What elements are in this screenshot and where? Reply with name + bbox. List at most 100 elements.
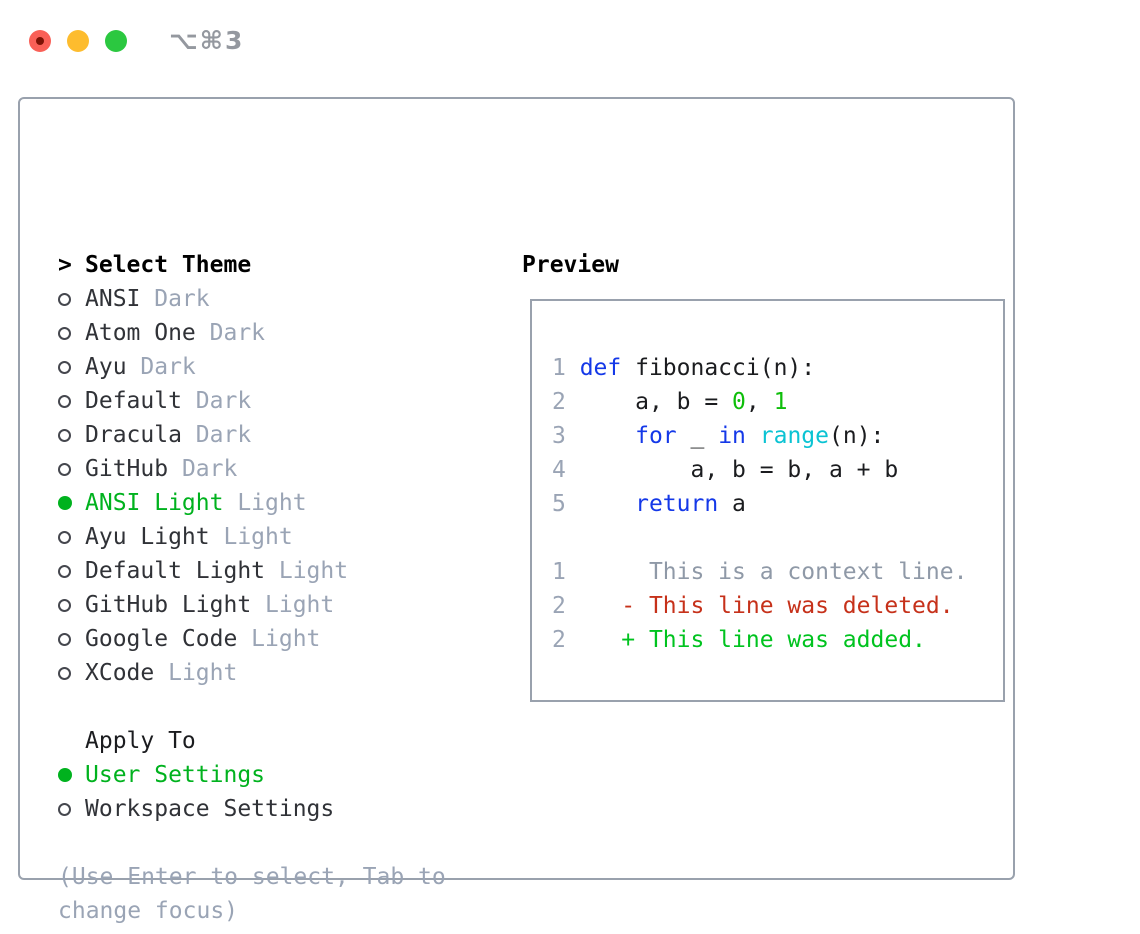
theme-name: GitHub [85, 456, 169, 482]
theme-variant-tag: Light [168, 660, 238, 686]
theme-name: Dracula [85, 422, 182, 448]
theme-name: Ayu [85, 354, 127, 380]
theme-variant-tag: Light [278, 558, 349, 584]
theme-option[interactable]: Default Light Light [58, 554, 446, 588]
theme-variant-tag: Dark [195, 388, 252, 414]
code-segment: 1 [552, 355, 580, 381]
radio-icon [58, 394, 85, 408]
radio-icon [58, 564, 85, 578]
code-segment: range [759, 423, 829, 449]
radio-unselected-icon [58, 598, 71, 612]
theme-option[interactable]: Ayu Dark [58, 350, 446, 384]
preview-header: Preview [522, 252, 619, 278]
code-segment [580, 423, 635, 449]
radio-icon [58, 666, 85, 680]
radio-icon [58, 360, 85, 374]
code-segment: for [635, 423, 677, 449]
select-theme-header-row: > Select Theme [58, 248, 446, 282]
radio-unselected-icon [58, 802, 71, 816]
window-title: ⌥⌘3 [169, 26, 245, 55]
theme-option[interactable]: ANSI Light Light [58, 486, 446, 520]
theme-name: Ayu Light [85, 524, 210, 550]
theme-variant-tag: Dark [154, 286, 210, 312]
radio-unselected-icon [58, 428, 71, 442]
titlebar: ⌥⌘3 [29, 26, 244, 55]
radio-icon [58, 598, 85, 612]
code-segment: return [635, 491, 719, 517]
code-segment [746, 423, 760, 449]
code-segment: 3 [552, 423, 580, 449]
theme-name: GitHub Light [85, 592, 252, 618]
theme-variant-tag: Dark [140, 354, 196, 380]
theme-name: Google Code [85, 626, 238, 652]
theme-option[interactable]: Dracula Dark [58, 418, 446, 452]
code-segment: 2 [552, 627, 580, 653]
code-segment: _ [676, 423, 719, 449]
code-segment: 4 [552, 457, 580, 483]
radio-unselected-icon [58, 666, 71, 680]
code-line: 2 + This line was added. [552, 623, 1003, 657]
code-segment: (n): [829, 423, 885, 449]
theme-name: XCode [85, 660, 155, 686]
radio-selected-icon [58, 768, 72, 782]
theme-variant-tag: Light [237, 490, 307, 516]
code-segment: a, b = [579, 389, 733, 415]
theme-name: ANSI Light [85, 490, 224, 516]
code-segment: 1 [552, 559, 580, 585]
radio-unselected-icon [58, 564, 71, 578]
theme-name: Atom One [85, 320, 196, 346]
apply-option-label: Workspace Settings [85, 796, 335, 822]
code-segment: This is a context line. [579, 559, 968, 585]
theme-name: Default Light [85, 558, 266, 584]
minimize-button-icon[interactable] [67, 29, 89, 52]
theme-option[interactable]: ANSI Dark [58, 282, 446, 316]
radio-unselected-icon [58, 360, 71, 374]
code-segment: fibonacci(n): [621, 355, 816, 381]
code-line: 2 a, b = 0, 1 [552, 385, 1003, 419]
radio-icon [58, 292, 85, 306]
theme-option[interactable]: Default Dark [58, 384, 446, 418]
zoom-button-icon[interactable] [105, 29, 127, 52]
radio-icon [58, 768, 85, 782]
code-segment: 1 [773, 389, 788, 415]
code-segment: a [718, 491, 746, 517]
theme-option[interactable]: XCode Light [58, 656, 446, 690]
code-line [552, 521, 1003, 555]
radio-icon [58, 496, 85, 510]
code-line: 5 return a [552, 487, 1003, 521]
close-button-icon[interactable] [29, 29, 51, 52]
apply-to-header: Apply To [85, 728, 196, 754]
radio-icon [58, 802, 85, 816]
theme-name: Default [85, 388, 182, 414]
radio-icon [58, 632, 85, 646]
code-segment: 0 [732, 389, 746, 415]
code-segment: def [579, 355, 622, 381]
hint-text-line: (Use Enter to select, Tab to [58, 864, 446, 890]
code-segment: 2 [552, 389, 580, 415]
apply-option[interactable]: Workspace Settings [58, 792, 446, 826]
code-segment: - This line was deleted. [579, 593, 954, 619]
code-segment: 2 [552, 593, 580, 619]
apply-to-header-row: Apply To [58, 724, 446, 758]
code-segment: , [745, 389, 774, 415]
apply-option[interactable]: User Settings [58, 758, 446, 792]
theme-name: ANSI [85, 286, 141, 312]
radio-icon [58, 462, 85, 476]
radio-unselected-icon [58, 632, 71, 646]
code-line: 3 for _ in range(n): [552, 419, 1003, 453]
radio-icon [58, 326, 85, 340]
theme-variant-tag: Dark [195, 422, 252, 448]
radio-unselected-icon [58, 292, 71, 306]
radio-unselected-icon [58, 326, 71, 340]
code-line: 1 This is a context line. [552, 555, 1003, 589]
